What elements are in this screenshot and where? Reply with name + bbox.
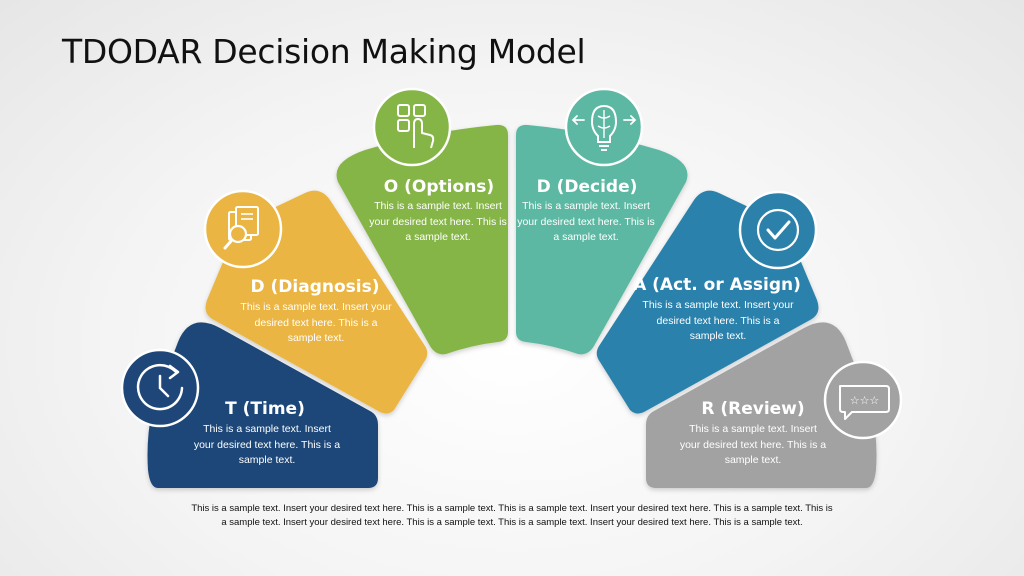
segment-title-time: T (Time) <box>225 399 305 419</box>
brain-bulb-icon <box>564 87 644 167</box>
segment-title-options: O (Options) <box>383 177 495 197</box>
segment-decide <box>516 124 688 355</box>
segment-text-time: This is a sample text. Insert your desir… <box>193 423 341 466</box>
page-title: TDODAR Decision Making Model <box>62 32 586 71</box>
segment-text-review: This is a sample text. Insert your desir… <box>679 423 827 466</box>
segment-title-review: R (Review) <box>701 399 805 419</box>
segment-review <box>646 322 877 488</box>
segment-time <box>147 322 378 488</box>
segment-title-act: A (Act. or Assign) <box>633 275 801 295</box>
segment-text-diagnosis: This is a sample text. Insert your desir… <box>240 301 392 344</box>
segment-text-act: This is a sample text. Insert your desir… <box>642 299 794 342</box>
segment-title-decide: D (Decide) <box>536 177 638 197</box>
rating-stars-icon: ☆☆☆ <box>823 360 903 440</box>
segment-title-diagnosis: D (Diagnosis) <box>250 277 380 297</box>
svg-text:☆☆☆: ☆☆☆ <box>850 394 880 407</box>
document-search-icon <box>203 189 283 269</box>
footer-text: This is a sample text. Insert your desir… <box>191 503 833 528</box>
segment-options <box>336 124 508 355</box>
checkmark-icon <box>738 190 818 270</box>
clock-icon <box>120 348 200 428</box>
segment-text-decide: This is a sample text. Insert your desir… <box>517 200 655 243</box>
touch-options-icon <box>372 87 452 167</box>
segment-text-options: This is a sample text. Insert your desir… <box>369 200 507 243</box>
